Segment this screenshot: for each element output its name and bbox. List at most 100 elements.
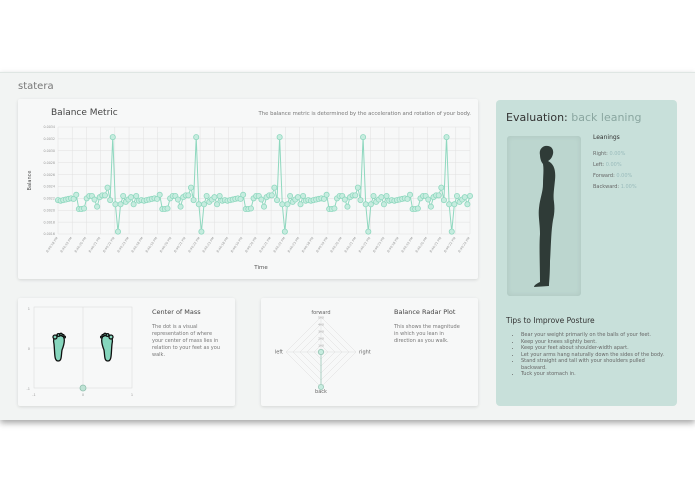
data-point xyxy=(365,228,372,235)
x-tick-label: 8:46:22 PM xyxy=(443,236,457,253)
data-point xyxy=(362,201,369,208)
data-point xyxy=(247,205,254,212)
data-point xyxy=(185,192,192,199)
data-point xyxy=(216,192,223,199)
x-tick-label: 8:46:23 PM xyxy=(287,236,301,253)
x-tick-label: 8:46:21 PM xyxy=(429,236,443,253)
data-point xyxy=(323,191,330,198)
leaning-value: 0.00% xyxy=(609,151,626,157)
radar-point xyxy=(318,384,325,391)
data-point xyxy=(81,205,88,212)
leaning-value: 0.00% xyxy=(616,173,633,179)
x-tick-label: 8:46:22 PM xyxy=(187,236,201,253)
data-point xyxy=(380,201,387,208)
data-point xyxy=(378,194,385,201)
y-tick-label: 0.0032 xyxy=(43,137,55,141)
x-tick-label: 8:46:23 PM xyxy=(116,236,130,253)
x-tick-label: 8:46:18 PM xyxy=(301,236,315,253)
data-point xyxy=(109,134,116,141)
x-tick-label: 8:46:22 PM xyxy=(102,236,116,253)
data-point xyxy=(448,228,455,235)
data-point xyxy=(370,192,377,199)
x-tick-label: 8:46:19 PM xyxy=(59,236,73,253)
com-xtick: 0 xyxy=(82,393,84,397)
center-of-mass-dot xyxy=(79,384,87,392)
radar-axis-label-forward: forward xyxy=(311,310,330,316)
com-xtick: 1 xyxy=(131,393,133,397)
y-tick-label: 0.0016 xyxy=(43,232,55,236)
x-tick-label: 8:46:19 PM xyxy=(315,236,329,253)
center-of-mass-plot: 1 0 -1 -1 0 1 xyxy=(27,306,133,397)
leaning-label: Left: xyxy=(593,162,605,168)
data-point xyxy=(112,201,119,208)
y-tick-label: 0.0020 xyxy=(43,208,55,212)
data-point xyxy=(193,134,200,141)
radar-axis-label-back: back xyxy=(315,389,327,395)
tips-list: Bear your weight primarily on the balls … xyxy=(521,332,671,378)
brand-logo[interactable]: statera xyxy=(18,81,54,92)
left-foot-icon xyxy=(52,332,67,362)
tip-item: Keep your feet about shoulder-width apar… xyxy=(521,345,671,352)
y-tick-label: 0.0018 xyxy=(43,220,55,224)
leaning-label: Forward: xyxy=(593,173,615,179)
data-point xyxy=(114,228,121,235)
radar-title: Balance Radar Plot xyxy=(394,308,456,316)
balance-line-chart: 0.00160.00180.00200.00220.00240.00260.00… xyxy=(27,125,473,271)
data-point xyxy=(341,196,348,203)
app: statera Balance Metric The balance metri… xyxy=(0,72,695,420)
data-point xyxy=(240,191,247,198)
data-point xyxy=(281,228,288,235)
tips-title: Tips to Improve Posture xyxy=(506,316,595,325)
data-point xyxy=(101,192,108,199)
data-point xyxy=(464,201,471,208)
data-point xyxy=(446,201,453,208)
data-point xyxy=(107,197,114,204)
y-tick-label: 0.0030 xyxy=(43,149,55,153)
data-point xyxy=(203,192,210,199)
x-tick-label: 8:46:18 PM xyxy=(386,236,400,253)
data-point xyxy=(164,205,171,212)
data-point xyxy=(438,184,445,191)
com-title: Center of Mass xyxy=(152,308,201,316)
x-tick-label: 8:46:20 PM xyxy=(159,236,173,253)
radar-plot: 100200300400500forwardrightbackleft xyxy=(275,310,371,395)
evaluation-result: back leaning xyxy=(571,111,642,124)
data-point xyxy=(214,201,221,208)
data-point xyxy=(300,192,307,199)
leaning-value: 0.00% xyxy=(605,162,622,168)
y-tick-label: 0.0022 xyxy=(43,197,55,201)
balance-series-line xyxy=(57,137,471,232)
data-point xyxy=(360,134,367,141)
data-point xyxy=(435,192,442,199)
data-point xyxy=(91,196,98,203)
data-point xyxy=(331,205,338,212)
leaning-item: Right: 0.00% xyxy=(593,149,637,160)
radar-description: This shows the magnitude in which you le… xyxy=(394,324,460,344)
data-point xyxy=(427,203,434,210)
x-tick-label: 8:46:22 PM xyxy=(273,236,287,253)
tip-item: Bear your weight primarily on the balls … xyxy=(521,332,671,339)
data-point xyxy=(279,201,286,208)
data-point xyxy=(414,205,421,212)
data-point xyxy=(117,201,124,208)
x-axis-label: Time xyxy=(253,265,268,271)
data-point xyxy=(407,191,414,198)
data-point xyxy=(451,201,458,208)
x-tick-label: 8:46:20 PM xyxy=(74,236,88,253)
tip-item: Stand straight and tall with your should… xyxy=(521,358,671,371)
data-point xyxy=(287,192,294,199)
data-point xyxy=(174,196,181,203)
x-tick-label: 8:46:18 PM xyxy=(45,236,59,253)
center-of-mass-card: 1 0 -1 -1 0 1 Center of Mass The dot is … xyxy=(18,298,235,406)
x-tick-label: 8:46:22 PM xyxy=(358,236,372,253)
radar-axis-label-left: left xyxy=(275,350,283,356)
data-point xyxy=(354,184,361,191)
data-point xyxy=(367,201,374,208)
data-point xyxy=(128,194,135,201)
data-point xyxy=(425,196,432,203)
com-ytick: -1 xyxy=(27,387,31,391)
data-point xyxy=(276,134,283,141)
com-xtick: -1 xyxy=(32,393,36,397)
leaning-value: 1.00% xyxy=(620,184,637,190)
data-point xyxy=(190,197,197,204)
